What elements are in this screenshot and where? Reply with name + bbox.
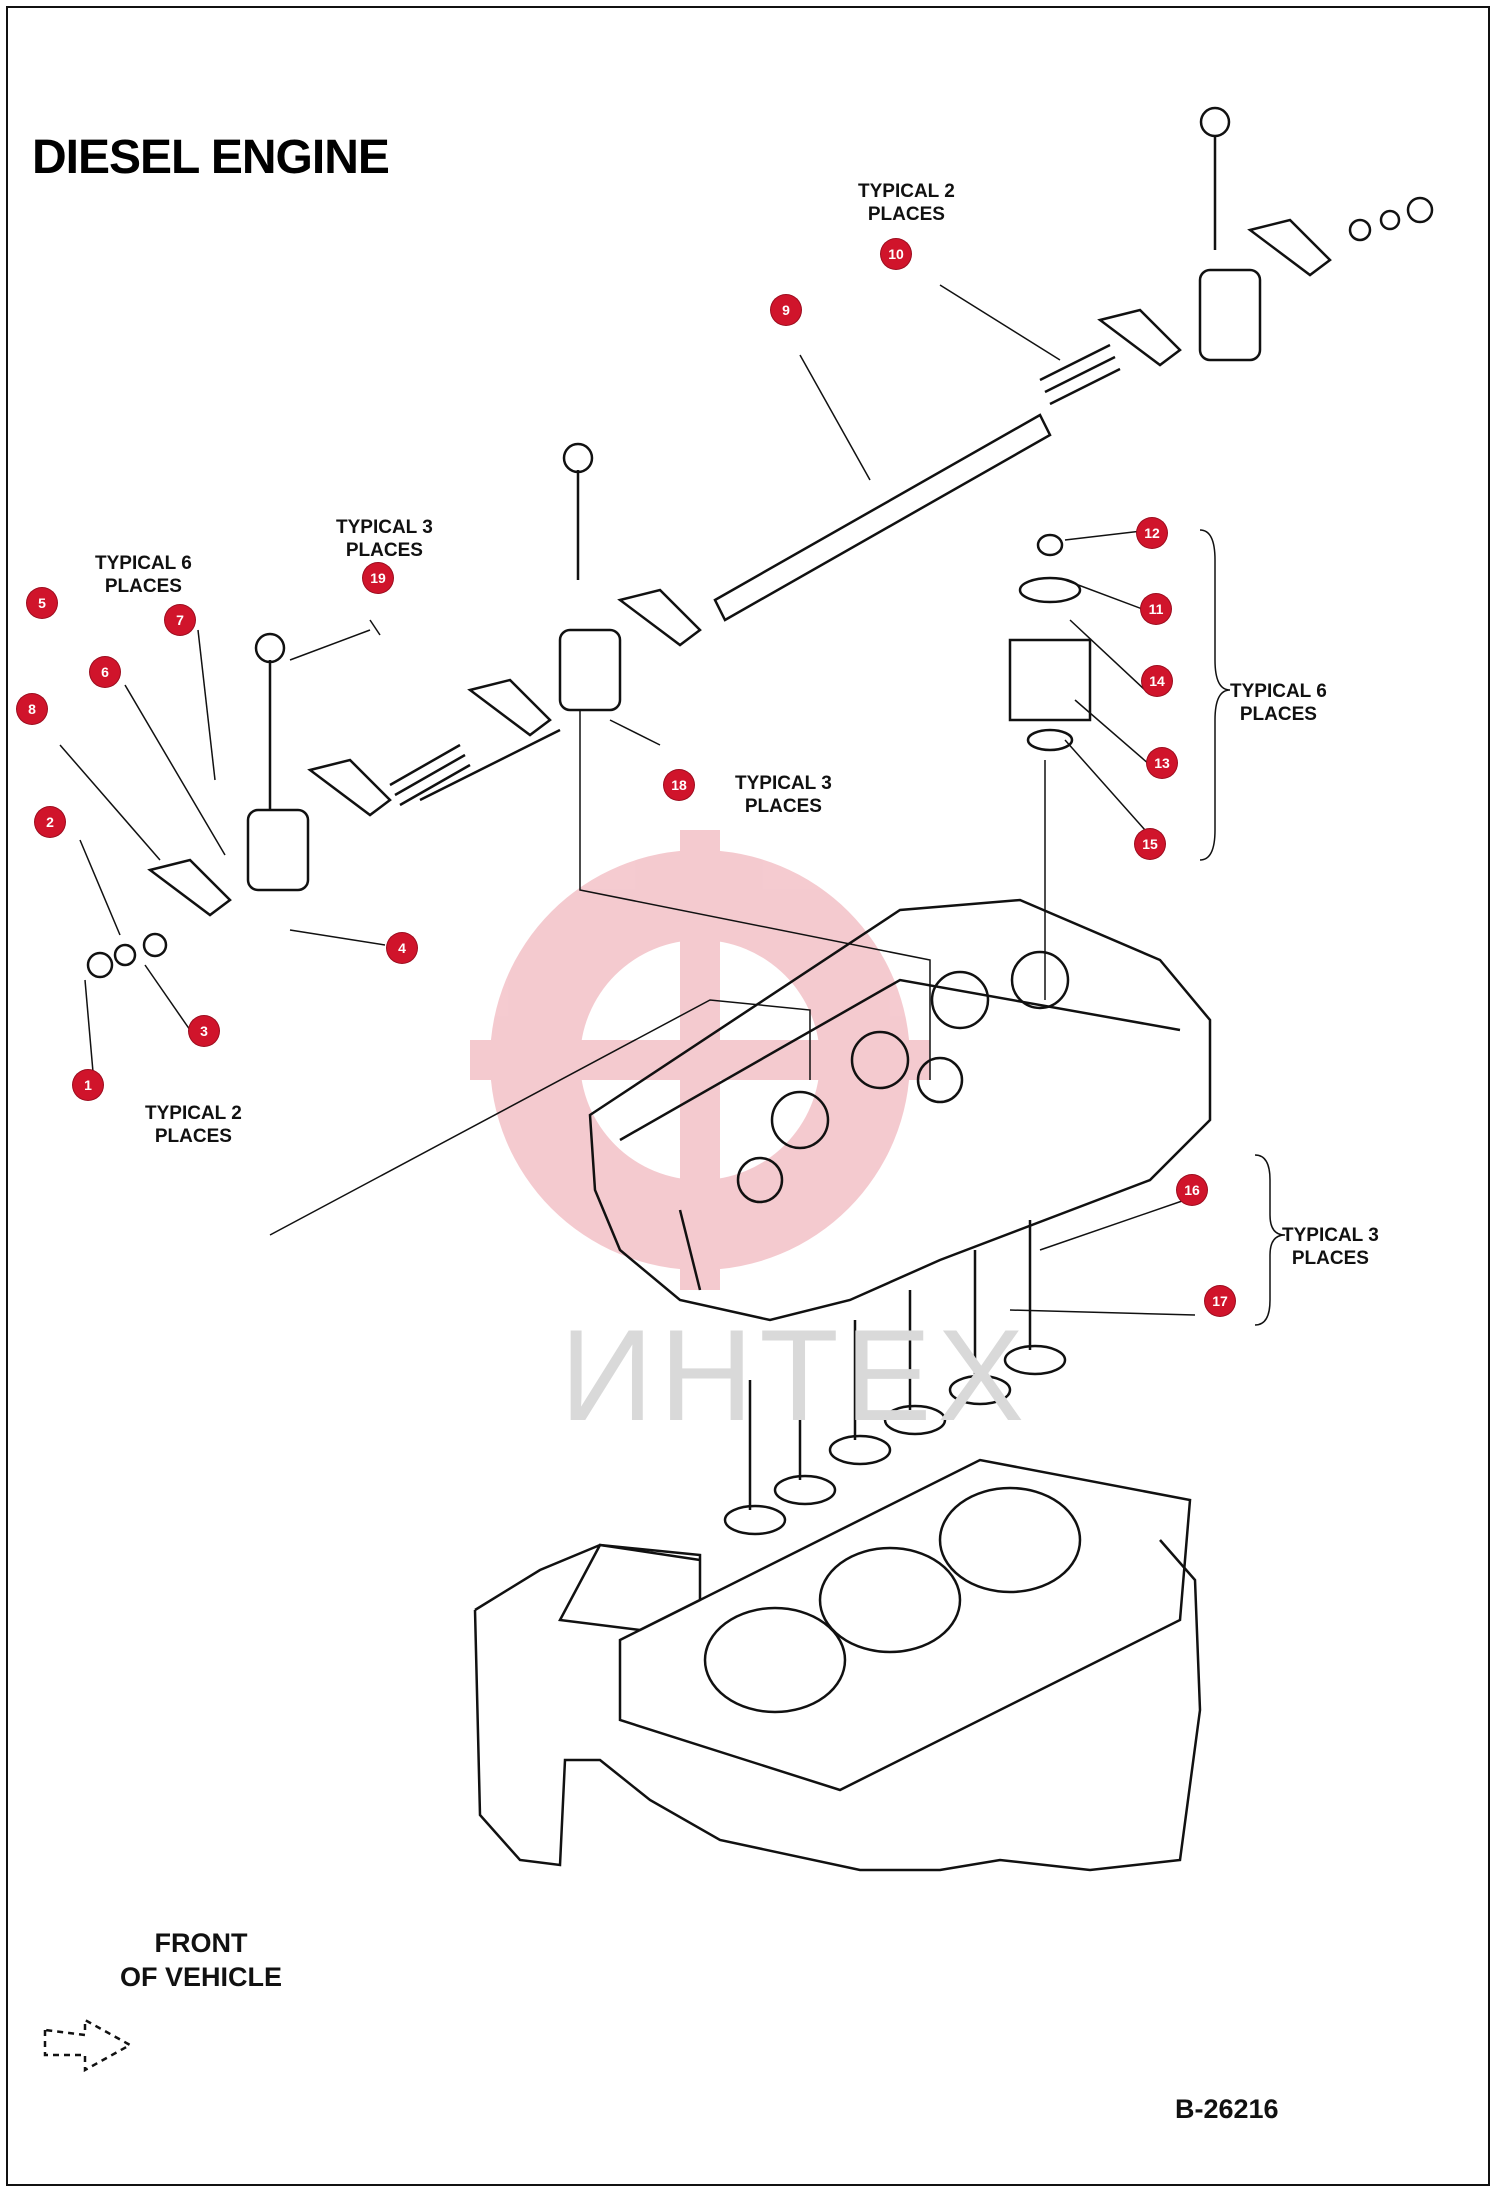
callout-2[interactable]: 2 — [35, 807, 65, 837]
note-line: TYPICAL 6 — [95, 553, 192, 574]
page-title: DIESEL ENGINE — [32, 131, 390, 184]
note-typical-3-mid: TYPICAL 3 PLACES — [735, 772, 832, 818]
note-line: TYPICAL 2 — [145, 1103, 242, 1124]
note-line: PLACES — [744, 796, 822, 817]
note-line: TYPICAL 3 — [735, 773, 832, 794]
note-line: PLACES — [1291, 1248, 1369, 1269]
front-label-line: FRONT — [154, 1928, 248, 1958]
callout-3[interactable]: 3 — [189, 1016, 219, 1046]
front-of-vehicle-label: FRONT OF VEHICLE — [120, 1926, 282, 1994]
callout-14[interactable]: 14 — [1142, 666, 1172, 696]
callout-12[interactable]: 12 — [1137, 518, 1167, 548]
callout-15[interactable]: 15 — [1135, 829, 1165, 859]
note-typical-3-bolt: TYPICAL 3 PLACES — [336, 516, 433, 562]
watermark-gear — [470, 830, 930, 1290]
callout-19[interactable]: 19 — [363, 563, 393, 593]
note-typical-6-right: TYPICAL 6 PLACES — [1230, 680, 1327, 726]
rocker-assembly — [43, 106, 1434, 2073]
callout-4[interactable]: 4 — [387, 933, 417, 963]
note-line: TYPICAL 3 — [1282, 1225, 1379, 1246]
callout-8[interactable]: 8 — [17, 694, 47, 724]
note-line: TYPICAL 2 — [858, 181, 955, 202]
note-line: TYPICAL 6 — [1230, 681, 1327, 702]
callout-18[interactable]: 18 — [664, 770, 694, 800]
callout-13[interactable]: 13 — [1147, 748, 1177, 778]
callout-9[interactable]: 9 — [771, 295, 801, 325]
note-typical-2-left: TYPICAL 2 PLACES — [145, 1102, 242, 1148]
callout-5[interactable]: 5 — [27, 588, 57, 618]
front-label-line: OF VEHICLE — [120, 1962, 283, 1992]
note-typical-6-left: TYPICAL 6 PLACES — [95, 552, 192, 598]
watermark-text: ИНТЕХ — [560, 1302, 1031, 1448]
callout-17[interactable]: 17 — [1205, 1286, 1235, 1316]
note-line: PLACES — [867, 204, 945, 225]
callout-10[interactable]: 10 — [881, 239, 911, 269]
leader-lines — [59, 284, 1286, 1326]
callout-1[interactable]: 1 — [73, 1070, 103, 1100]
callout-6[interactable]: 6 — [90, 657, 120, 687]
drawing-frame — [6, 6, 1490, 2186]
callout-16[interactable]: 16 — [1177, 1175, 1207, 1205]
document-id: B-26216 — [1175, 2094, 1279, 2124]
note-line: PLACES — [154, 1126, 232, 1147]
note-line: PLACES — [104, 576, 182, 597]
callout-7[interactable]: 7 — [165, 605, 195, 635]
note-typical-2-top: TYPICAL 2 PLACES — [858, 180, 955, 226]
engine-block — [473, 898, 1212, 1872]
note-line: PLACES — [345, 540, 423, 561]
note-line: TYPICAL 3 — [336, 517, 433, 538]
callout-11[interactable]: 11 — [1141, 594, 1171, 624]
note-typical-3-valves: TYPICAL 3 PLACES — [1282, 1224, 1379, 1270]
note-line: PLACES — [1239, 704, 1317, 725]
